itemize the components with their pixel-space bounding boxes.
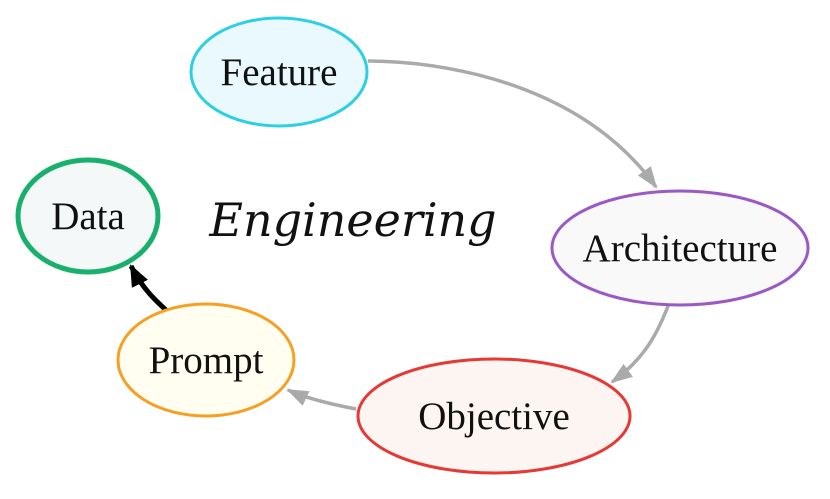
node-architecture-label: Architecture (583, 227, 778, 270)
edge-objective-to-prompt (286, 388, 357, 411)
center-title: Engineering (208, 193, 496, 247)
node-prompt: Prompt (116, 302, 296, 418)
node-data-label: Data (51, 195, 125, 238)
edge-feature-to-architecture (367, 59, 658, 189)
edge-architecture-to-objective (610, 305, 670, 384)
node-feature: Feature (189, 16, 369, 128)
node-feature-ellipse (189, 16, 369, 128)
node-data-ellipse (15, 157, 161, 275)
node-prompt-label: Prompt (149, 339, 264, 382)
node-feature-label: Feature (221, 51, 338, 94)
edge-prompt-to-data (128, 264, 169, 313)
node-architecture: Architecture (550, 189, 810, 307)
node-architecture-ellipse (550, 189, 810, 307)
node-objective-label: Objective (418, 395, 570, 438)
node-data: Data (15, 157, 161, 275)
node-prompt-ellipse (116, 302, 296, 418)
node-objective: Objective (356, 357, 632, 475)
node-objective-ellipse (356, 357, 632, 475)
